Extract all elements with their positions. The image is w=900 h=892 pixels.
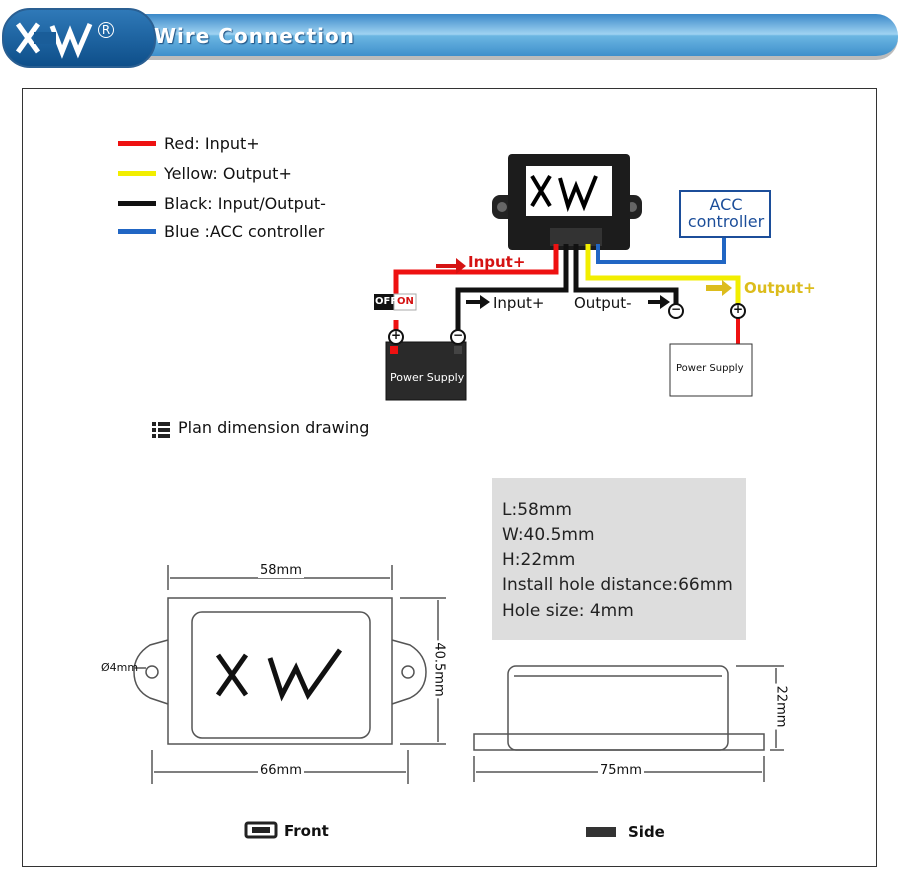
legend-label: Blue :ACC controller [164, 221, 325, 241]
page-title: Wire Connection [154, 24, 356, 48]
switch-off-label: OFF [375, 296, 398, 307]
content-frame [22, 88, 877, 867]
red-wire-swatch [118, 140, 156, 146]
side-mount-plate [473, 733, 765, 751]
spec-length: L:58mm [502, 500, 572, 520]
legend-label: Black: Input/Output- [164, 193, 326, 213]
power-supply-output [668, 303, 753, 397]
input-plus-red-label: Input+ [468, 253, 526, 271]
dim-label-75mm: 75mm [598, 763, 644, 778]
switch-on-label: ON [397, 296, 414, 307]
dim-label-hole: Ø4mm [101, 661, 139, 674]
yellow-wire-swatch [118, 170, 156, 176]
left-mount-ear [133, 639, 169, 705]
spec-box [492, 478, 746, 640]
ps-plus-sign: + [733, 302, 744, 316]
yellow-wire [585, 244, 741, 306]
list-icon [152, 422, 170, 438]
spec-width: W:40.5mm [502, 525, 595, 545]
side-caption: Side [628, 823, 665, 841]
legend-item-red: Red: Input+ [118, 132, 260, 154]
front-inner-panel [191, 611, 371, 739]
legend-label: Yellow: Output+ [164, 163, 292, 183]
front-body-outline [167, 597, 393, 745]
left-mount-hole [145, 665, 159, 679]
acc-controller-box [679, 190, 771, 238]
legend-item-yellow: Yellow: Output+ [118, 162, 292, 184]
red-wire [393, 244, 559, 296]
blue-wire-swatch [118, 228, 156, 234]
red-arrow-icon [436, 258, 466, 274]
black-wire-output [573, 244, 679, 306]
front-caption: Front [284, 822, 329, 840]
blue-wire [596, 236, 726, 264]
dim-label-58mm: 58mm [258, 563, 304, 578]
ps-minus-sign: − [671, 302, 682, 316]
battery-label: Power Supply [390, 371, 465, 384]
battery-minus-sign: − [453, 328, 464, 342]
output-minus-label: Output- [574, 294, 632, 312]
header-banner: R Wire Connection [0, 0, 900, 70]
legend-item-blue: Blue :ACC controller [118, 220, 324, 242]
power-supply-label: Power Supply [676, 363, 744, 374]
legend-label: Red: Input+ [164, 133, 260, 153]
battery-plus-sign: + [391, 328, 402, 342]
battery [385, 329, 467, 401]
right-mount-hole [401, 665, 415, 679]
switch-on-part [393, 293, 417, 311]
spec-hole-size: Hole size: 4mm [502, 601, 634, 621]
spec-hole-distance: Install hole distance:66mm [502, 575, 733, 595]
black-wire-input [455, 244, 569, 334]
registered-mark: R [98, 22, 114, 38]
legend-item-black: Black: Input/Output- [118, 192, 326, 214]
brand-logo [15, 22, 93, 59]
spec-height: H:22mm [502, 550, 576, 570]
front-view-icon [244, 821, 278, 839]
yellow-arrow-icon [706, 280, 732, 296]
dim-label-66mm: 66mm [258, 763, 304, 778]
side-view-icon [586, 827, 616, 837]
header-bar [118, 14, 898, 60]
brand-logo-badge: R [2, 8, 156, 68]
plan-dimension-title: Plan dimension drawing [178, 418, 370, 437]
front-logo [215, 648, 343, 702]
input-plus-label: Input+ [493, 294, 545, 312]
input-arrow-icon [466, 295, 490, 309]
black-wire-swatch [118, 200, 156, 206]
output-plus-label: Output+ [744, 279, 816, 297]
switch-off-part [374, 294, 394, 310]
right-mount-ear [391, 639, 427, 705]
converter-module [492, 154, 642, 250]
output-arrow-icon [648, 295, 670, 309]
